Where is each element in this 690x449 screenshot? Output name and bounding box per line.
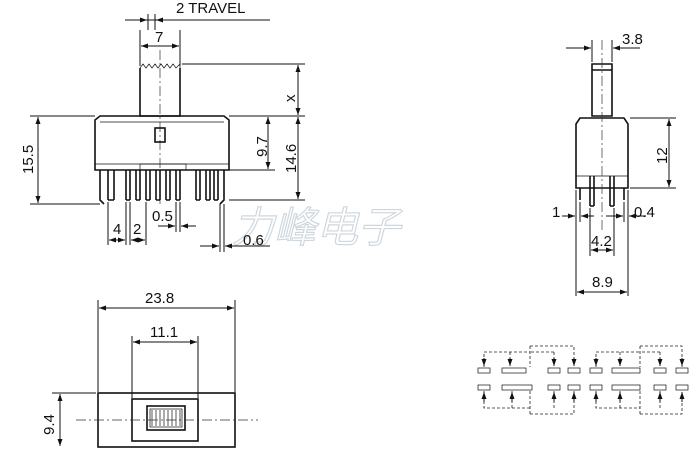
side-pin-right [609,176,615,207]
front-view: 2 TRAVEL 7 x 9.7 14.6 15.5 4 2 [20,0,305,252]
knob-ribs [149,408,183,428]
body-height-label: 9.7 [254,136,271,157]
actuator-serration [139,63,181,69]
actuator-height-label: x [282,94,299,102]
overall-height-label: 15.5 [20,145,37,174]
pitch-outer-label: 4 [113,221,121,238]
pin-span-label: 4.2 [591,233,612,250]
side-pin-left [589,176,595,207]
pin-width-label: 0.6 [243,232,264,249]
watermark: 力峰电子 [232,203,403,252]
top-view: 23.8 11.1 9.4 [41,290,258,448]
pcb-footprint [477,345,689,415]
right-leg [219,170,225,205]
side-view: 3.8 12 1 0.4 4.2 8.9 [552,31,676,296]
width-label: 9.4 [41,414,58,435]
travel-label: 2 TRAVEL [176,0,245,17]
actuator-width-label: 7 [155,29,163,46]
side-body [575,117,629,189]
left-leg [99,170,105,205]
length-label: 23.8 [145,290,174,307]
right-margin-label: 0.4 [634,204,655,221]
total-height-label: 14.6 [283,144,300,173]
pin-row [107,163,219,201]
body-outline [94,115,230,171]
left-margin-label: 1 [552,204,560,221]
top-knob [146,405,186,431]
window-label: 11.1 [150,324,178,341]
side-actuator [591,63,613,117]
depth-label: 8.9 [592,274,613,291]
side-height-label: 12 [654,147,671,164]
detent-window [154,127,166,143]
pin-thickness-label: 0.5 [152,208,173,225]
actuator-thickness-label: 3.8 [622,31,643,48]
pitch-inner-label: 2 [133,221,141,238]
